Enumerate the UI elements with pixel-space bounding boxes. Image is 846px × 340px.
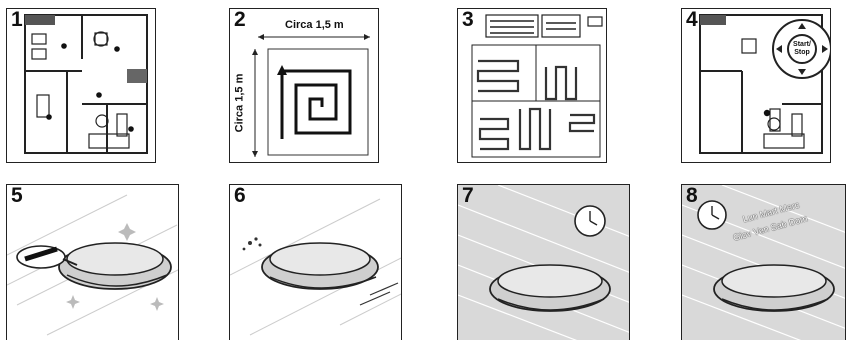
step-number: 5 (11, 185, 23, 207)
panel-5-charging: 5 (6, 184, 179, 340)
panel-6-robot-cleaning: 6 (229, 184, 402, 340)
panel-2-spiral-area: 2 Circa 1,5 m Circa 1,5 m (229, 8, 379, 163)
step-number: 8 (686, 185, 698, 207)
stop-label: Stop (794, 49, 810, 56)
step-number: 4 (686, 9, 698, 31)
panel-8-robot-schedule: 8 Lun Mart Merc Giov Ven Sab Dom (681, 184, 846, 340)
floor-plan-illustration (7, 9, 156, 163)
panel-3-zigzag-rooms: 3 (457, 8, 607, 163)
step-number: 3 (462, 9, 474, 31)
robot-with-clock-illustration (458, 185, 630, 340)
start-label: Start/ (793, 41, 811, 48)
robot-charging-illustration (7, 185, 179, 340)
step-number: 1 (11, 9, 23, 31)
step-number: 2 (234, 9, 246, 31)
panel-7-robot-timer: 7 (457, 184, 630, 340)
width-label: Circa 1,5 m (285, 19, 344, 31)
zigzag-illustration (458, 9, 607, 163)
spiral-illustration (230, 9, 379, 163)
panel-4-start-button-plan: 4 Start/ Stop (681, 8, 831, 163)
step-number: 6 (234, 185, 246, 207)
step-number: 7 (462, 185, 474, 207)
panel-1-floor-plan: 1 (6, 8, 156, 163)
height-label: Circa 1,5 m (233, 74, 245, 133)
robot-moving-illustration (230, 185, 402, 340)
floor-plan-with-remote (682, 9, 831, 163)
start-stop-button: Start/ Stop (788, 41, 816, 57)
